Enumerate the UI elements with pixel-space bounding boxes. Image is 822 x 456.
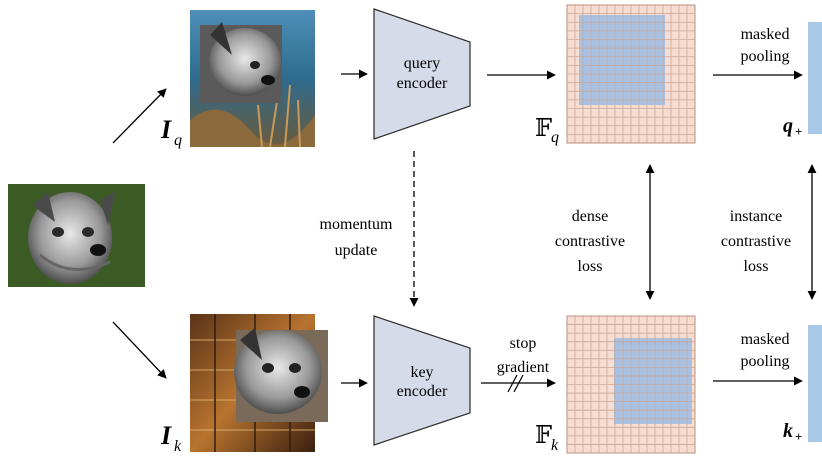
k-plus-subscript: +	[795, 429, 802, 444]
k-plus-symbol: k	[783, 420, 793, 442]
dense-loss-line1: dense	[572, 208, 608, 225]
masked-pooling-top-line1: masked	[741, 26, 790, 43]
stop-gradient-line2: gradient	[497, 359, 550, 376]
instance-loss-line1: instance	[730, 208, 782, 225]
feature-k-symbol: 𝔽	[535, 423, 552, 449]
arrow-source-to-key	[112, 321, 167, 379]
stop-gradient-line1: stop	[510, 335, 537, 352]
query-encoder-label-line1: query	[404, 55, 440, 72]
source-dog-image	[8, 184, 145, 287]
q-plus-vector	[808, 22, 822, 134]
feature-map-k	[566, 315, 696, 454]
query-encoder: query encoder	[373, 8, 471, 140]
masked-pooling-bottom-line2: pooling	[741, 353, 790, 370]
feature-q-symbol: 𝔽	[535, 116, 552, 142]
q-plus-subscript: +	[795, 124, 802, 139]
key-image	[190, 314, 328, 452]
k-plus-vector	[808, 325, 822, 442]
query-encoder-label-line2: encoder	[397, 75, 448, 92]
dense-loss-line3: loss	[578, 258, 603, 275]
instance-loss-line3: loss	[744, 258, 769, 275]
feature-map-q	[566, 4, 696, 144]
dense-loss-line2: contrastive	[555, 233, 625, 250]
stop-gradient-mark	[507, 374, 524, 393]
q-plus-symbol: q	[783, 115, 793, 137]
query-image	[190, 10, 315, 148]
instance-loss-line2: contrastive	[721, 233, 791, 250]
img-k-symbol: I	[160, 421, 172, 450]
feature-k-subscript: k	[551, 437, 559, 454]
img-k-subscript: k	[174, 438, 182, 455]
img-q-symbol: I	[160, 115, 172, 144]
feature-q-subscript: q	[551, 129, 559, 146]
masked-pooling-top-line2: pooling	[741, 48, 790, 65]
key-encoder-label-line1: key	[410, 364, 433, 381]
momentum-update-line1: momentum	[320, 216, 393, 233]
key-encoder-label-line2: encoder	[397, 383, 448, 400]
img-q-subscript: q	[174, 132, 182, 149]
key-encoder: key encoder	[373, 315, 471, 446]
momentum-update-line2: update	[335, 242, 378, 259]
arrow-source-to-query	[112, 88, 167, 144]
masked-pooling-bottom-line1: masked	[741, 331, 790, 348]
